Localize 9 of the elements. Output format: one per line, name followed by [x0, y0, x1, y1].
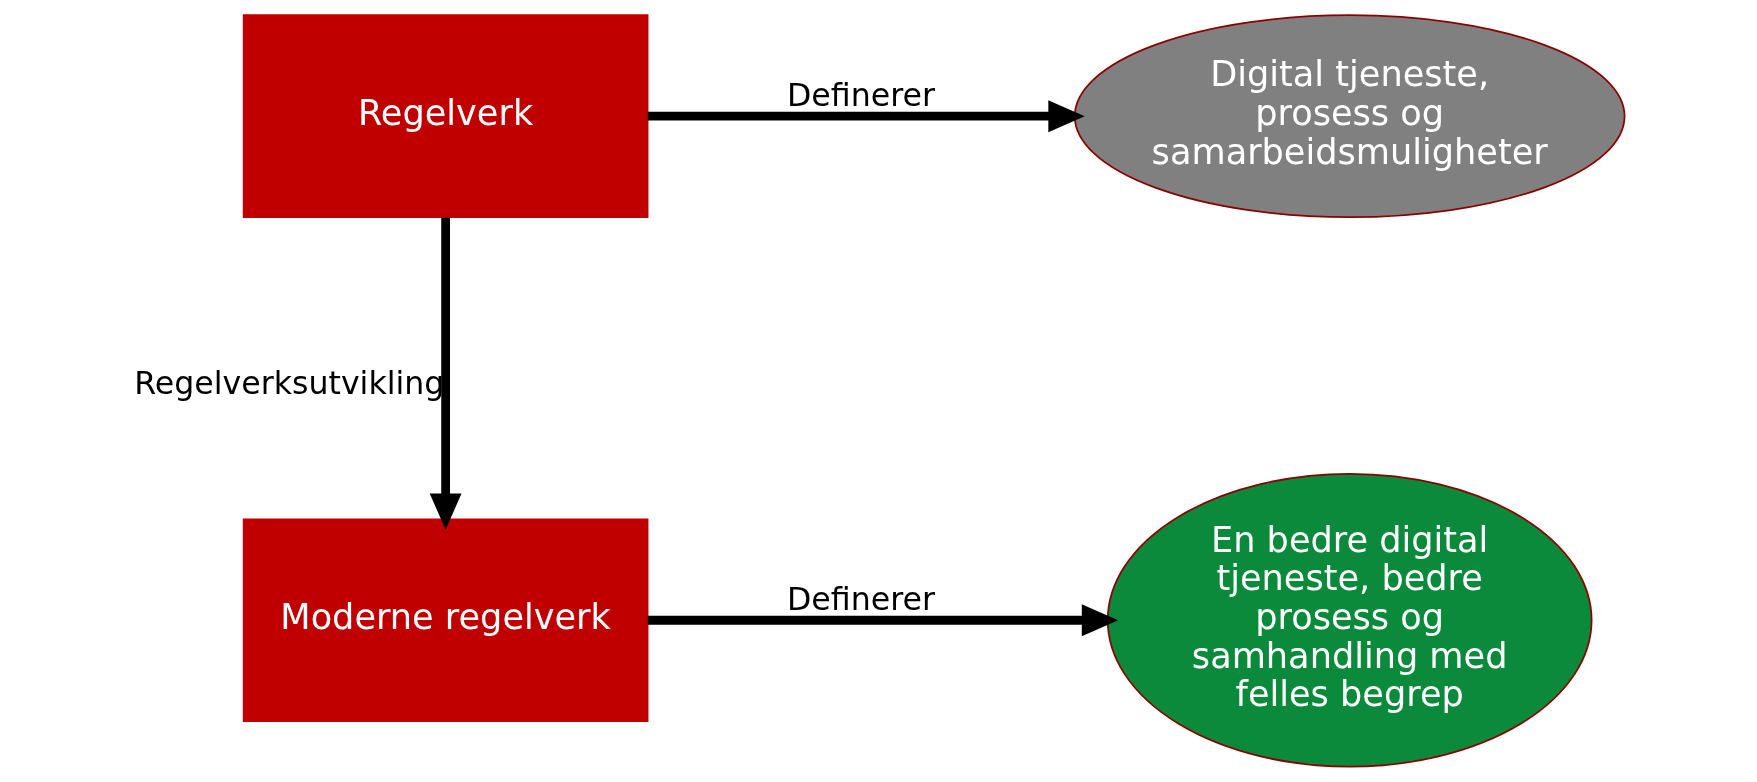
node-ellipse: En bedre digital tjeneste, bedre prosess og samhandling med felles begrep: [1106, 472, 1592, 768]
edge-label: Definerer: [786, 77, 935, 114]
arrow: [647, 100, 1085, 133]
node-box: Moderne regelverk: [242, 518, 648, 723]
node-ellipse: Digital tjeneste, prosess og samarbeidsmuligheter: [1073, 14, 1625, 219]
arrow: [429, 217, 462, 530]
edge-label: Definerer: [786, 581, 935, 618]
arrow: [647, 604, 1118, 637]
node-box: Regelverk: [242, 14, 648, 219]
